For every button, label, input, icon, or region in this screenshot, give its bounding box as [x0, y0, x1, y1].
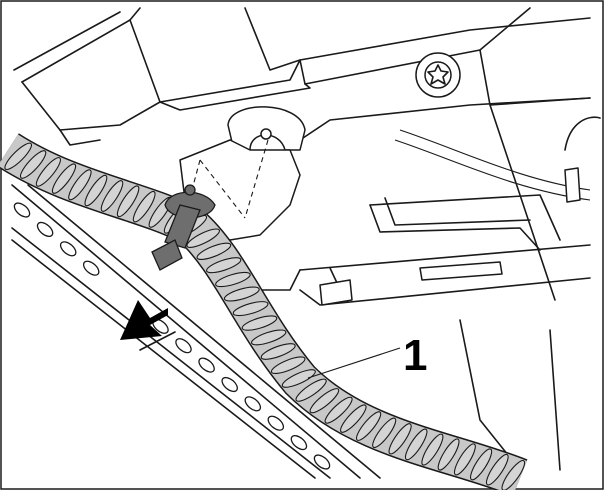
harness-wrap-band [4, 142, 33, 171]
rail-slot [82, 260, 100, 276]
harness-wrap-band [100, 180, 124, 212]
rail-slots [13, 202, 331, 470]
torx-bolt-icon [415, 52, 461, 98]
harness-wrap-band [206, 257, 242, 274]
rail-slot [244, 396, 262, 412]
harness-wrap-band [51, 163, 77, 194]
harness-wrap-band [35, 157, 62, 187]
callout-label: 1 [403, 331, 427, 380]
harness-wrap-band [215, 271, 251, 288]
harness-wrap-band [132, 190, 156, 223]
harness-wrap-band [388, 423, 412, 455]
harness-wrap-band [404, 428, 428, 461]
harness-wrap-band [250, 329, 287, 346]
harness-wrap-band [260, 343, 296, 360]
harness-wrap-band [196, 242, 232, 260]
perforated-rail [11, 184, 381, 479]
harness-wrap-band [485, 453, 509, 486]
rail-slot [267, 415, 285, 431]
harness-wrap-band [421, 433, 444, 466]
harness-wrap-band [469, 448, 493, 481]
rail-slot [290, 435, 308, 451]
harness-wrap-band [437, 438, 460, 471]
harness-wrap-band [372, 417, 397, 449]
down-left-arrow-icon [120, 300, 176, 351]
rail-slot [175, 338, 192, 354]
rail-slot [13, 202, 31, 218]
wiring-harness [0, 133, 528, 490]
frame-rails [299, 104, 601, 471]
harness-wrap-band [19, 150, 47, 179]
harness-clip [151, 184, 216, 271]
harness-wrap-band [186, 228, 221, 248]
harness-wrap-band [295, 378, 327, 402]
harness-wrap-band [223, 286, 260, 302]
underbody-panel [13, 7, 591, 146]
harness-wrap-band [324, 396, 353, 424]
harness-wrap-band [241, 315, 278, 331]
rail-slot [198, 357, 215, 373]
harness-wrap-band [340, 404, 367, 433]
harness-wrap-band [281, 369, 316, 388]
rail-slot [221, 376, 238, 393]
callout-1: 1 [307, 331, 427, 380]
harness-wrap-band [270, 356, 306, 374]
rail-slot [313, 454, 331, 470]
harness-wrap-band [355, 411, 382, 441]
harness-wrap-band [309, 388, 340, 414]
rail-slot [36, 221, 54, 237]
harness-wrap-band [116, 185, 140, 218]
harness-wrap-band [68, 169, 92, 201]
harness-wrap-band [84, 174, 108, 207]
rail-slot [59, 241, 77, 257]
harness-wrap-band [232, 301, 269, 317]
harness-wrap-band [453, 443, 476, 476]
